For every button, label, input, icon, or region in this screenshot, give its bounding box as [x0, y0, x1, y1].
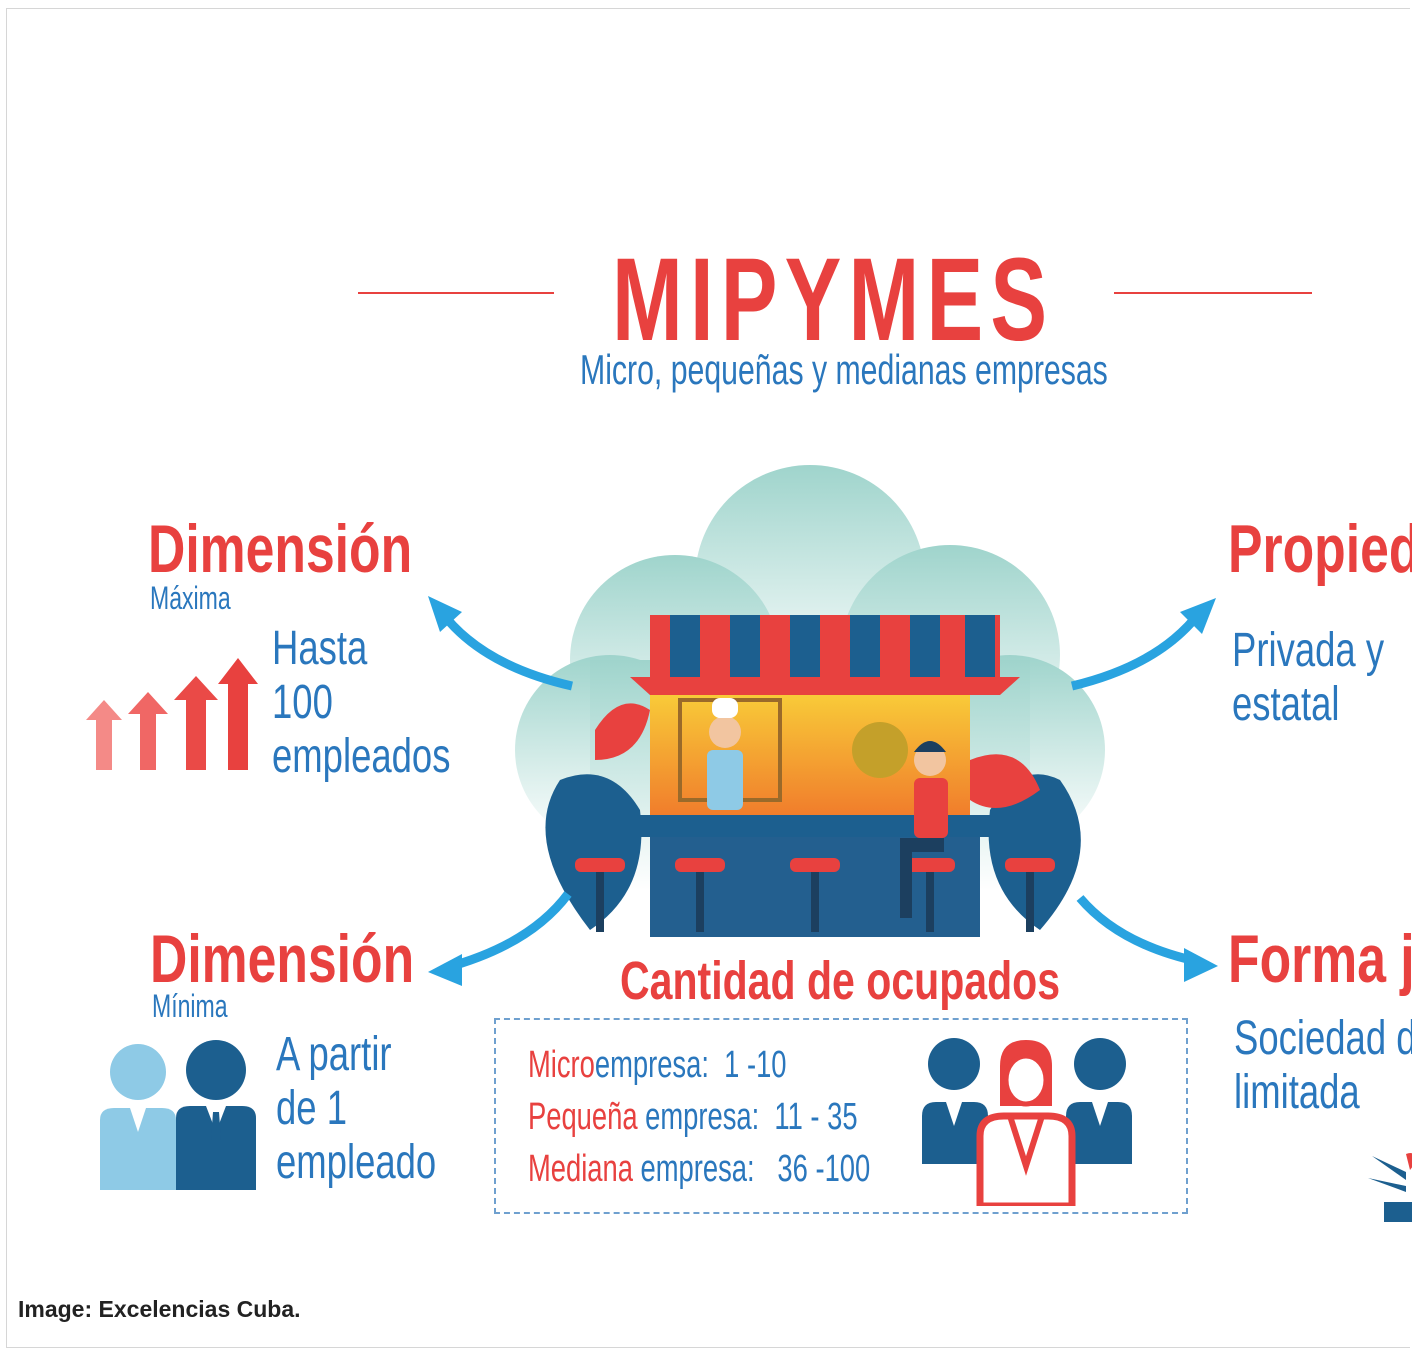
growth-arrows-icon [86, 658, 258, 770]
text-line: Hasta [272, 622, 368, 675]
size-range: 36 -100 [777, 1148, 871, 1190]
text-line: empleados [272, 730, 451, 783]
text-line: de 1 [276, 1082, 348, 1135]
arrow-head-icon [1180, 598, 1216, 634]
dimension-min-title: Dimensión [150, 921, 415, 997]
size-range: 1 -10 [724, 1044, 787, 1086]
stools [575, 858, 1055, 932]
property-text: Privada y estatal [1232, 624, 1384, 732]
dimension-max-title: Dimensión [148, 511, 413, 587]
dimension-max-text: Hasta 100 empleados [272, 622, 450, 784]
text-line: Sociedad de [1234, 1012, 1412, 1065]
arrow-dimension-max [436, 607, 574, 691]
dimension-min-label: Mínima [152, 988, 228, 1024]
size-highlight: Pequeña [528, 1096, 638, 1138]
food-stall-illustration [515, 465, 1105, 937]
partial-icon [1368, 1153, 1412, 1222]
size-row-micro: Microempresa: 1 -10 [528, 1044, 787, 1087]
image-frame [6, 8, 1410, 1348]
size-highlight: Micro [528, 1044, 595, 1086]
size-range: 11 - 35 [774, 1096, 858, 1138]
arrow-head-icon [1184, 948, 1218, 982]
occupied-box [494, 1018, 1188, 1214]
dimension-max-label: Máxima [150, 580, 231, 616]
size-label: empresa: [632, 1148, 755, 1190]
occupied-title: Cantidad de ocupados [620, 951, 1061, 1011]
subtitle: Micro, pequeñas y medianas empresas [580, 346, 1108, 393]
text-line: empleado [276, 1136, 437, 1189]
legal-form-text: Sociedad de limitada [1234, 1012, 1412, 1120]
size-row-medium: Mediana empresa: 36 -100 [528, 1148, 870, 1191]
text-line: A partir [276, 1028, 392, 1081]
size-label: empresa: [637, 1096, 760, 1138]
arrow-dimension-min [443, 891, 572, 973]
counter-top [630, 815, 1000, 837]
two-employees-icon [100, 1040, 256, 1190]
arrow-property [1070, 609, 1204, 691]
size-row-small: Pequeña empresa: 11 - 35 [528, 1096, 858, 1139]
arrow-head-icon [428, 596, 462, 632]
red-leaf-icon [595, 703, 650, 760]
leaf-right-icon [988, 774, 1081, 930]
arrow-head-icon [428, 954, 462, 986]
image-caption: Image: Excelencias Cuba. [18, 1296, 301, 1322]
size-highlight: Mediana [528, 1148, 633, 1190]
text-line: 100 [272, 676, 333, 729]
title-rule-right [1114, 292, 1312, 294]
text-line: limitada [1234, 1066, 1360, 1119]
awning [630, 615, 1020, 695]
red-leaf-right-icon [970, 754, 1040, 808]
size-label: empresa: [594, 1044, 709, 1086]
main-title: MIPYMES [612, 234, 1055, 366]
text-line: Privada y [1232, 624, 1385, 677]
text-line: estatal [1232, 678, 1340, 731]
title-rule-left [358, 292, 554, 294]
group-employees-icon [922, 1038, 1132, 1206]
arrow-legal-form [1076, 895, 1201, 967]
customer-person-icon [900, 741, 948, 918]
dimension-min-text: A partir de 1 empleado [276, 1028, 436, 1190]
chef-person-icon [707, 698, 743, 810]
property-title: Propied [1228, 511, 1412, 587]
legal-form-title: Forma j [1228, 921, 1412, 997]
leaf-left-icon [545, 774, 642, 930]
pan-icon [852, 722, 908, 778]
